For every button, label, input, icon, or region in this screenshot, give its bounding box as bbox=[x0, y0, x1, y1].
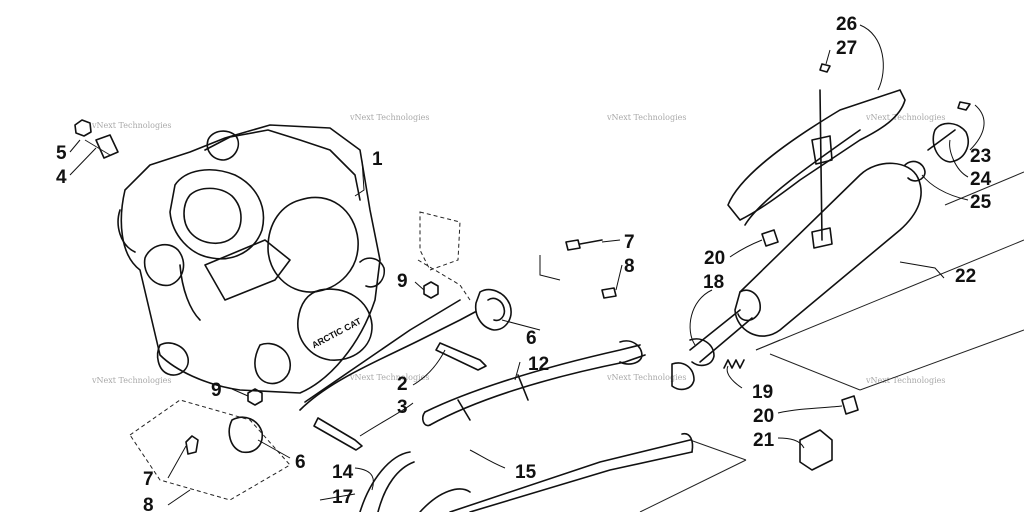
watermark: vNext Technologies bbox=[91, 376, 171, 385]
callout-20-upper: 20 bbox=[704, 248, 725, 269]
callout-19: 19 bbox=[752, 382, 773, 403]
callout-24: 24 bbox=[970, 169, 992, 190]
callout-7-lower: 7 bbox=[143, 469, 154, 490]
callout-12: 12 bbox=[528, 354, 549, 375]
watermarks: vNext Technologies vNext Technologies vN… bbox=[91, 113, 945, 385]
callout-26: 26 bbox=[836, 14, 857, 35]
callout-14: 14 bbox=[332, 462, 354, 483]
leader-lines bbox=[69, 24, 985, 506]
callout-6-upper: 6 bbox=[526, 328, 537, 349]
watermark: vNext Technologies bbox=[349, 113, 429, 122]
callout-9-lower: 9 bbox=[211, 380, 222, 401]
callout-23: 23 bbox=[970, 146, 991, 167]
watermark: vNext Technologies bbox=[865, 113, 945, 122]
callout-8-lower: 8 bbox=[143, 495, 154, 512]
watermark: vNext Technologies bbox=[91, 121, 171, 130]
callout-9-upper: 9 bbox=[397, 271, 408, 292]
callout-18: 18 bbox=[703, 272, 724, 293]
callout-17: 17 bbox=[332, 487, 353, 508]
callout-20-lower: 20 bbox=[753, 406, 774, 427]
engine-assembly: ARCTIC CAT bbox=[84, 124, 386, 394]
hardware bbox=[74, 63, 971, 471]
callout-7-upper: 7 bbox=[624, 232, 635, 253]
callout-4: 4 bbox=[56, 167, 67, 188]
callout-labels: 1 2 3 4 5 6 6 7 7 8 8 9 9 12 14 15 17 18… bbox=[56, 14, 992, 512]
callout-15: 15 bbox=[515, 462, 537, 483]
watermark: vNext Technologies bbox=[606, 373, 686, 382]
background-planes bbox=[639, 171, 1024, 512]
flanges bbox=[129, 211, 512, 501]
callout-27: 27 bbox=[836, 38, 857, 59]
exhaust-pipes bbox=[299, 299, 694, 512]
callout-21: 21 bbox=[753, 430, 775, 451]
watermark: vNext Technologies bbox=[865, 376, 945, 385]
watermark: vNext Technologies bbox=[606, 113, 686, 122]
callout-25: 25 bbox=[970, 192, 992, 213]
muffler-assembly bbox=[671, 89, 969, 391]
engine-cover-text: ARCTIC CAT bbox=[310, 316, 363, 351]
watermark: vNext Technologies bbox=[349, 373, 429, 382]
callout-5: 5 bbox=[56, 143, 67, 164]
callout-6-lower: 6 bbox=[295, 452, 306, 473]
callout-22: 22 bbox=[955, 266, 976, 287]
callout-8-upper: 8 bbox=[624, 256, 635, 277]
callout-3: 3 bbox=[397, 397, 408, 418]
callout-2: 2 bbox=[397, 374, 408, 395]
callout-1: 1 bbox=[372, 149, 383, 170]
